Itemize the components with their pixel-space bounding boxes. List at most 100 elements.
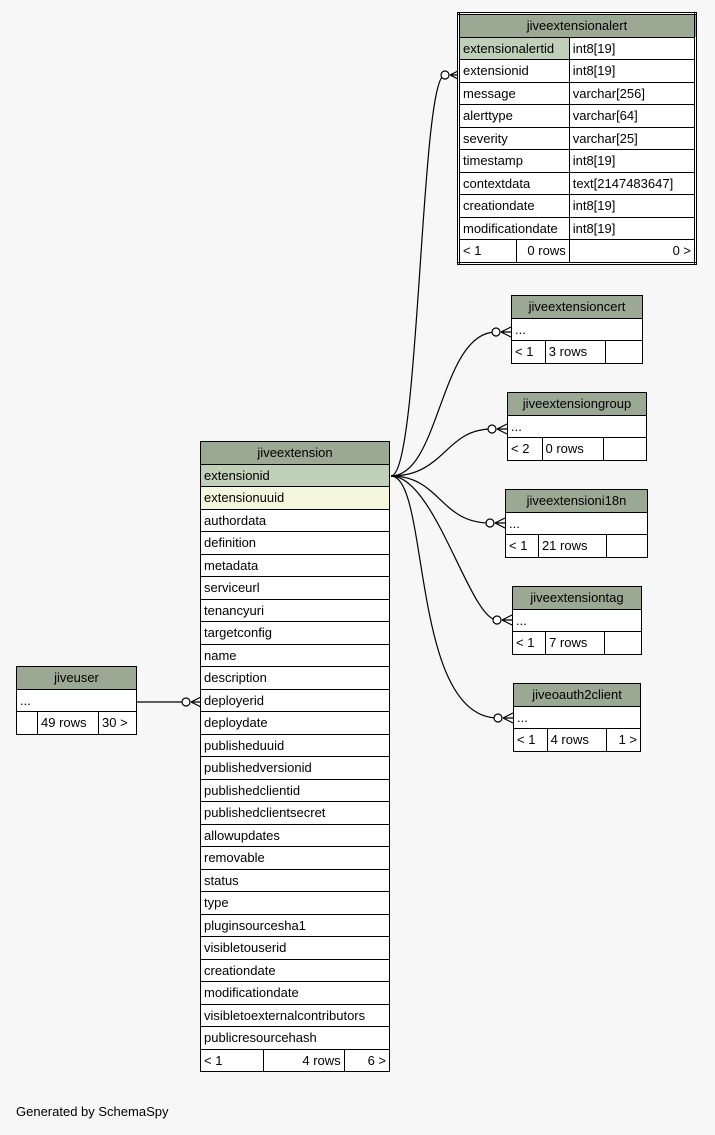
edge-end-circle: [492, 615, 502, 625]
children-count: 6 >: [343, 1048, 391, 1072]
edge-extension-alert: [390, 74, 446, 477]
children-count: 1 >: [606, 728, 641, 752]
column-name: deployerid: [200, 688, 390, 712]
table-title[interactable]: jiveextensioni18n: [505, 489, 648, 513]
table-title[interactable]: jiveextensioncert: [511, 295, 643, 319]
edge-extension-tag: [390, 475, 498, 621]
columns-ellipsis: ...: [512, 608, 642, 632]
column-name: modificationdate: [200, 981, 390, 1005]
column-name: publishedversionid: [200, 756, 390, 780]
columns-ellipsis: ...: [507, 414, 647, 438]
column-name: definition: [200, 531, 390, 555]
column-name: type: [200, 891, 390, 915]
edge-end-circle: [485, 518, 495, 528]
edge-extension-oauth2client: [390, 475, 499, 719]
crowfoot-icon: [501, 614, 513, 626]
generated-by-footer: Generated by SchemaSpy: [16, 1104, 169, 1119]
row-count: 49 rows: [36, 711, 100, 735]
column-name: extensionuuid: [200, 486, 390, 510]
column-name: deploydate: [200, 711, 390, 735]
table-title[interactable]: jiveextensiongroup: [507, 392, 647, 416]
children-count: 30 >: [98, 711, 137, 735]
column-type: text[2147483647]: [568, 171, 697, 195]
column-name: publishedclientsecret: [200, 801, 390, 825]
table-title[interactable]: jiveoauth2client: [513, 683, 641, 707]
row-count: 0 rows: [516, 239, 570, 264]
edge-end-circle: [491, 327, 501, 337]
column-name: alerttype: [458, 104, 570, 128]
column-name: message: [458, 81, 570, 105]
row-count: 21 rows: [537, 534, 608, 558]
column-name: creationdate: [458, 194, 570, 218]
table-title[interactable]: jiveuser: [16, 666, 137, 690]
parents-count: < 1: [511, 631, 547, 655]
edge-extension-i18n: [390, 475, 491, 524]
parents-count: < 2: [507, 437, 543, 461]
children-count: [604, 631, 642, 655]
column-name: metadata: [200, 553, 390, 577]
parents-count: < 1: [513, 728, 548, 752]
column-name: serviceurl: [200, 576, 390, 600]
parents-count: < 1: [505, 534, 539, 558]
column-name: extensionalertid: [458, 36, 570, 60]
column-name: pluginsourcesha1: [200, 913, 390, 937]
column-type: varchar[64]: [568, 104, 697, 128]
column-name: contextdata: [458, 171, 570, 195]
table-title[interactable]: jiveextension: [200, 441, 390, 465]
children-count: [603, 437, 647, 461]
column-name: visibletouserid: [200, 936, 390, 960]
edge-end-circle: [487, 424, 497, 434]
parents-count: < 1: [511, 340, 546, 364]
column-name: visibletoexternalcontributors: [200, 1003, 390, 1027]
table-title[interactable]: jiveextensiontag: [512, 586, 642, 610]
column-type: int8[19]: [568, 59, 697, 83]
edge-extension-cert: [390, 331, 497, 477]
column-name: extensionid: [458, 59, 570, 83]
row-count: 4 rows: [263, 1048, 345, 1072]
edge-end-circle: [181, 697, 191, 707]
crowfoot-icon: [500, 326, 512, 338]
column-name: name: [200, 643, 390, 667]
crowfoot-icon: [190, 696, 202, 708]
column-name: modificationdate: [458, 216, 570, 240]
column-type: int8[19]: [568, 149, 697, 173]
parents-count: [16, 711, 38, 735]
children-count: [605, 340, 643, 364]
column-name: description: [200, 666, 390, 690]
row-count: 3 rows: [544, 340, 607, 364]
columns-ellipsis: ...: [16, 688, 137, 712]
column-type: int8[19]: [568, 194, 697, 218]
column-name: status: [200, 868, 390, 892]
row-count: 0 rows: [541, 437, 604, 461]
children-count: [606, 534, 648, 558]
column-name: allowupdates: [200, 823, 390, 847]
table-jiveextension[interactable]: jiveextension extensionid extensionuuid …: [200, 441, 391, 1072]
column-name: extensionid: [200, 463, 390, 487]
table-title[interactable]: jiveextensionalert: [458, 13, 696, 38]
crowfoot-icon: [494, 517, 506, 529]
edge-extension-group: [390, 428, 493, 477]
column-type: varchar[256]: [568, 81, 697, 105]
column-name: timestamp: [458, 149, 570, 173]
parents-count: < 1: [458, 239, 517, 264]
column-type: int8[19]: [568, 216, 697, 240]
column-name: removable: [200, 846, 390, 870]
children-count: 0 >: [568, 239, 697, 264]
row-count: 4 rows: [546, 728, 608, 752]
crowfoot-icon: [502, 712, 514, 724]
column-name: publicresourcehash: [200, 1026, 390, 1050]
columns-ellipsis: ...: [505, 511, 648, 535]
row-count: 7 rows: [545, 631, 605, 655]
crowfoot-icon: [496, 423, 508, 435]
columns-ellipsis: ...: [511, 317, 643, 341]
column-name: tenancyuri: [200, 598, 390, 622]
column-type: int8[19]: [568, 36, 697, 60]
